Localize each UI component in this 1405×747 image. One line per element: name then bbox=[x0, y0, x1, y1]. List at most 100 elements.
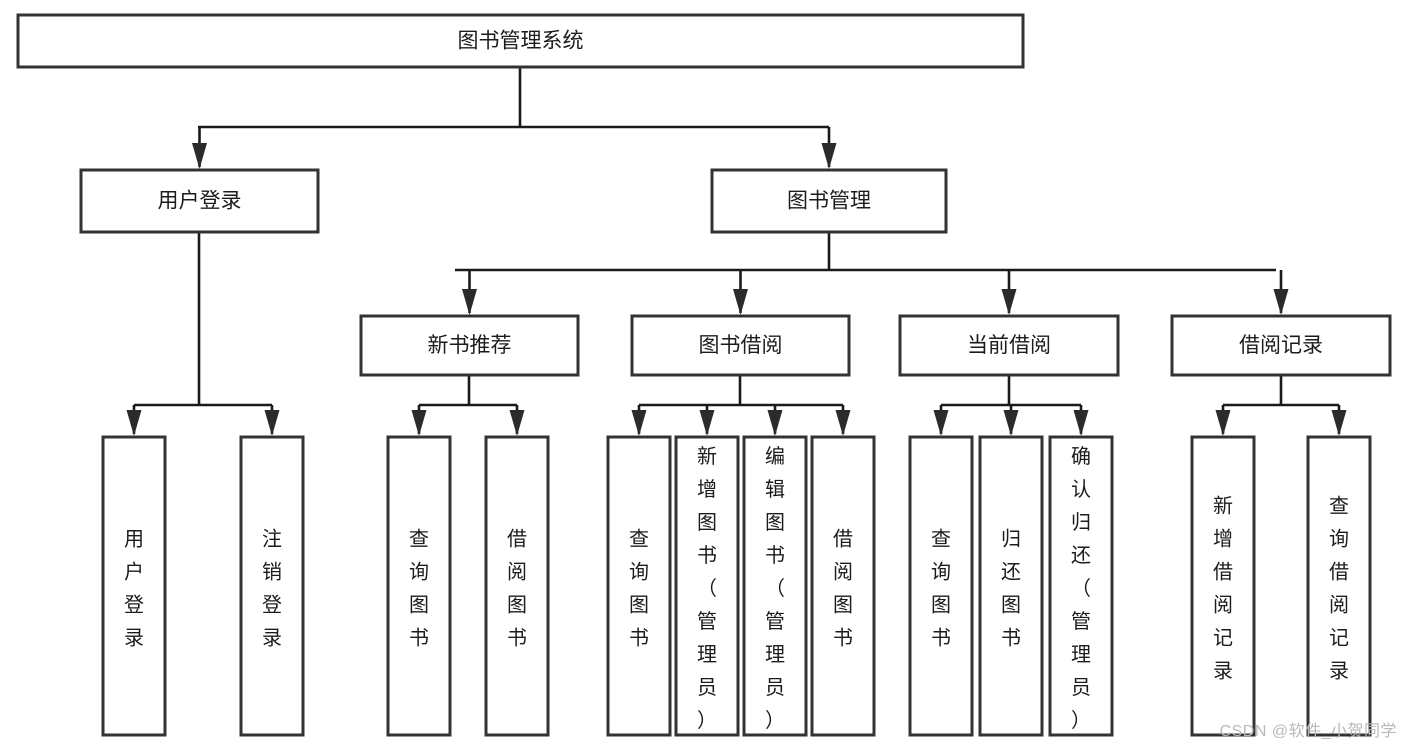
node-leaf-edit-book-label-char: 图 bbox=[765, 512, 785, 534]
node-book-borrow-box[interactable] bbox=[630, 314, 851, 377]
node-leaf-add-book-label-char: 员 bbox=[697, 677, 717, 699]
node-leaf-user-login-label-char: 户 bbox=[124, 561, 144, 584]
node-leaf-add-book-label-char: 增 bbox=[697, 478, 717, 501]
node-borrow-record[interactable]: 借阅记录 bbox=[1170, 314, 1392, 377]
node-leaf-borrow-book-rec-label-char: 阅 bbox=[507, 561, 527, 584]
node-leaf-confirm-return-box[interactable] bbox=[1048, 435, 1114, 737]
node-leaf-return-book-box[interactable] bbox=[978, 435, 1044, 737]
node-user-login-box[interactable] bbox=[79, 168, 320, 234]
node-book-borrow[interactable]: 图书借阅 bbox=[630, 314, 851, 377]
node-leaf-query-book-rec-box[interactable] bbox=[386, 435, 452, 737]
node-leaf-query-book-rec-label-char: 查 bbox=[409, 528, 429, 551]
node-leaf-add-record-label-char: 阅 bbox=[1213, 594, 1233, 617]
node-leaf-user-login[interactable]: 用户登录 bbox=[101, 435, 167, 737]
node-current-borrow-label: 当前借阅 bbox=[967, 334, 1051, 357]
node-leaf-edit-book-label-char: 编 bbox=[765, 445, 785, 468]
node-root-system[interactable]: 图书管理系统 bbox=[16, 13, 1025, 69]
arrow-head-icon bbox=[835, 410, 851, 436]
arrow-head-icon bbox=[1001, 289, 1017, 315]
node-user-login[interactable]: 用户登录 bbox=[79, 168, 320, 234]
connector-layer bbox=[126, 67, 1347, 436]
node-leaf-borrow-book-box[interactable] bbox=[810, 435, 876, 737]
node-leaf-user-login-label-char: 用 bbox=[124, 529, 144, 551]
node-leaf-query-record-label-char: 录 bbox=[1329, 661, 1349, 683]
node-leaf-return-book-label-char: 图 bbox=[1001, 595, 1021, 617]
arrow-head-icon bbox=[411, 410, 427, 436]
node-leaf-add-book-label-char: （ bbox=[697, 577, 717, 600]
node-leaf-confirm-return-label-char: 认 bbox=[1071, 478, 1091, 501]
node-leaf-edit-book-box[interactable] bbox=[742, 435, 808, 737]
arrow-head-icon bbox=[1273, 289, 1289, 315]
node-leaf-logout-label-char: 录 bbox=[262, 628, 282, 650]
node-leaf-return-book-label-char: 还 bbox=[1001, 561, 1021, 584]
node-root-system-box[interactable] bbox=[16, 13, 1025, 69]
node-leaf-query-record-label-char: 查 bbox=[1329, 495, 1349, 518]
node-borrow-record-box[interactable] bbox=[1170, 314, 1392, 377]
node-leaf-confirm-return-label-char: （ bbox=[1071, 577, 1091, 600]
node-leaf-confirm-return-label-char: 管 bbox=[1071, 610, 1091, 633]
node-new-book-recommend-box[interactable] bbox=[359, 314, 580, 377]
node-new-book-recommend[interactable]: 新书推荐 bbox=[359, 314, 580, 377]
node-leaf-query-book-borrow-box[interactable] bbox=[606, 435, 672, 737]
arrow-head-icon bbox=[1215, 410, 1231, 436]
node-leaf-borrow-book-rec-label-char: 借 bbox=[507, 528, 527, 551]
node-leaf-logout-label-char: 登 bbox=[262, 594, 282, 617]
node-leaf-query-book-cur-label-char: 书 bbox=[931, 627, 951, 650]
node-leaf-user-login-box[interactable] bbox=[101, 435, 167, 737]
node-root-system-label: 图书管理系统 bbox=[458, 30, 584, 53]
node-leaf-add-book-label-char: 图 bbox=[697, 512, 717, 534]
node-leaf-query-book-cur-label-char: 查 bbox=[931, 528, 951, 551]
node-leaf-confirm-return-label-char: 归 bbox=[1071, 511, 1091, 534]
node-leaf-confirm-return-label-char: 确 bbox=[1071, 445, 1091, 468]
node-layer: 图书管理系统用户登录图书管理新书推荐图书借阅当前借阅借阅记录用户登录注销登录查询… bbox=[16, 13, 1392, 737]
node-new-book-recommend-label: 新书推荐 bbox=[428, 334, 512, 357]
node-leaf-query-book-cur-box[interactable] bbox=[908, 435, 974, 737]
node-leaf-add-record-label-char: 新 bbox=[1213, 495, 1233, 518]
node-leaf-edit-book-label-char: 管 bbox=[765, 610, 785, 633]
node-user-login-label: 用户登录 bbox=[158, 190, 242, 213]
node-book-management-box[interactable] bbox=[710, 168, 948, 234]
node-leaf-add-book-label-char: 管 bbox=[697, 610, 717, 633]
node-leaf-query-book-borrow-label-char: 图 bbox=[629, 595, 649, 617]
node-borrow-record-label: 借阅记录 bbox=[1239, 334, 1323, 357]
arrow-head-icon bbox=[821, 143, 837, 169]
node-leaf-add-record-box[interactable] bbox=[1190, 435, 1256, 737]
node-leaf-borrow-book-rec-box[interactable] bbox=[484, 435, 550, 737]
node-leaf-query-record-box[interactable] bbox=[1306, 435, 1372, 737]
node-book-management[interactable]: 图书管理 bbox=[710, 168, 948, 234]
node-leaf-add-book-label-char: 书 bbox=[697, 544, 717, 567]
node-leaf-add-book-label-char: 理 bbox=[697, 644, 717, 666]
arrow-head-icon bbox=[767, 410, 783, 436]
arrow-head-icon bbox=[631, 410, 647, 436]
node-leaf-logout-box[interactable] bbox=[239, 435, 305, 737]
arrow-head-icon bbox=[699, 410, 715, 436]
node-leaf-user-login-label-char: 登 bbox=[124, 594, 144, 617]
arrow-head-icon bbox=[1003, 410, 1019, 436]
node-leaf-borrow-book-label-char: 借 bbox=[833, 528, 853, 551]
node-leaf-logout-label-char: 销 bbox=[262, 561, 282, 584]
node-leaf-add-book-box[interactable] bbox=[674, 435, 740, 737]
node-book-borrow-label: 图书借阅 bbox=[699, 334, 783, 357]
node-leaf-query-record-label-char: 借 bbox=[1329, 561, 1349, 584]
node-leaf-query-book-borrow-label-char: 书 bbox=[629, 627, 649, 650]
node-leaf-confirm-return-label-char: ） bbox=[1071, 709, 1091, 732]
node-current-borrow-box[interactable] bbox=[898, 314, 1120, 377]
arrow-head-icon bbox=[933, 410, 949, 436]
node-leaf-query-record-label-char: 阅 bbox=[1329, 594, 1349, 617]
node-leaf-query-book-cur-label-char: 询 bbox=[931, 561, 951, 584]
node-leaf-edit-book-label-char: 理 bbox=[765, 644, 785, 666]
node-current-borrow[interactable]: 当前借阅 bbox=[898, 314, 1120, 377]
node-leaf-borrow-book-label-char: 阅 bbox=[833, 561, 853, 584]
